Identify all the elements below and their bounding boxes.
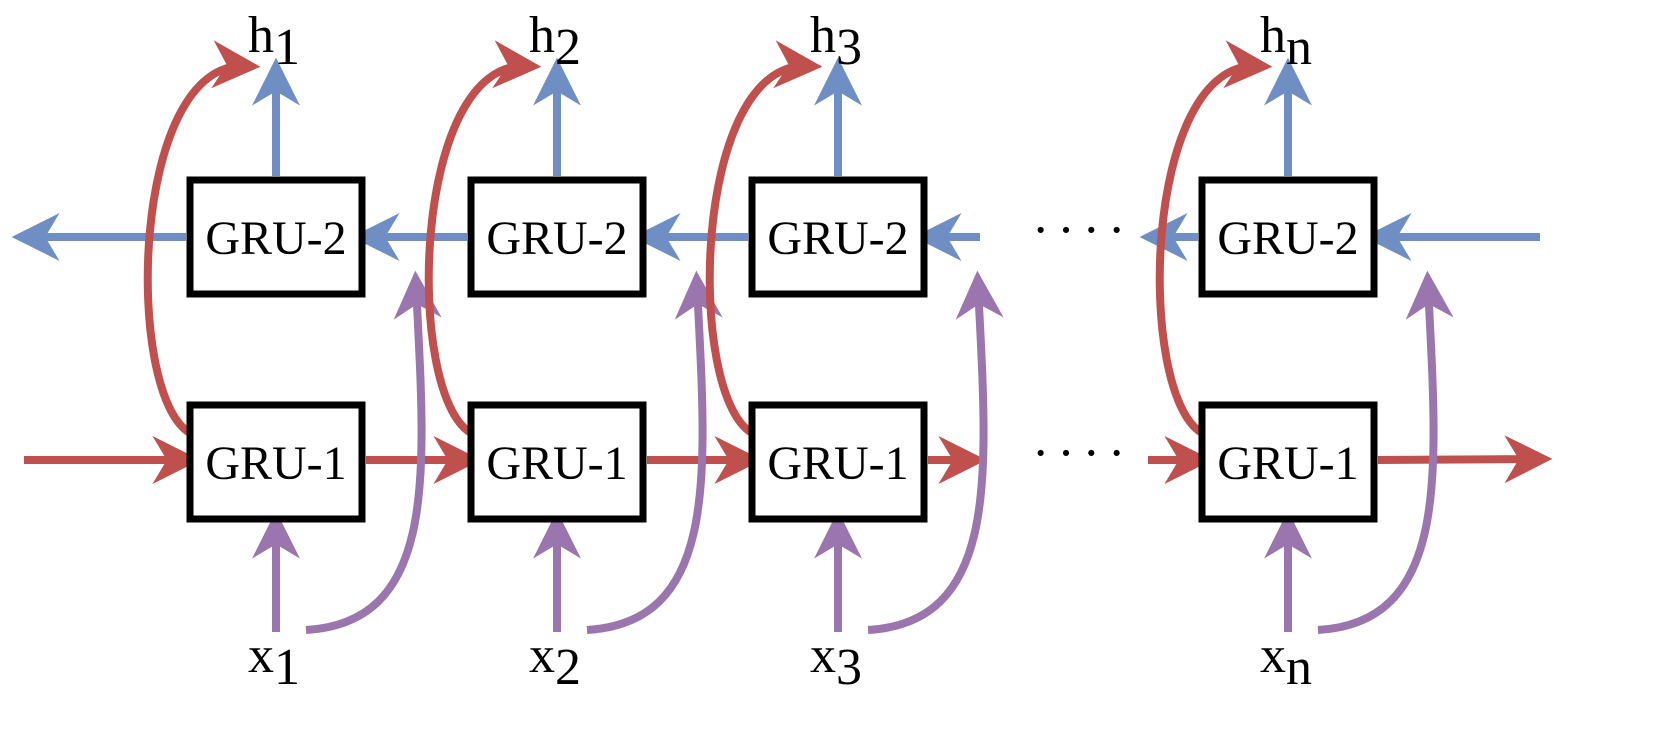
output-label-2-base: h	[529, 7, 555, 64]
gru2-box-2: GRU-2	[467, 176, 647, 298]
gru2-box-4-label: GRU-2	[1217, 212, 1358, 265]
input-label-2: x2	[529, 627, 581, 696]
gru2-box-4: GRU-2	[1198, 176, 1378, 298]
ellipsis-bottom: ····	[1032, 425, 1133, 482]
output-label-1-subscript: 1	[274, 19, 300, 76]
input-label-3: x3	[810, 627, 862, 696]
input-label-4-subscript: n	[1286, 639, 1312, 696]
output-label-4-base: h	[1260, 7, 1286, 64]
gru1-box-4: GRU-1	[1198, 401, 1378, 523]
gru1-box-1-label: GRU-1	[205, 437, 346, 490]
gru1-box-1: GRU-1	[186, 401, 366, 523]
gru2-box-2-label: GRU-2	[486, 212, 627, 265]
gru2-box-2-frame	[467, 176, 647, 298]
ellipsis-top: ····	[1032, 202, 1133, 259]
input-label-2-subscript: 2	[555, 639, 581, 696]
skip-forward-curve-1	[143, 40, 261, 437]
input-label-1-base: x	[248, 627, 274, 684]
output-label-1: h1	[248, 7, 300, 76]
input-label-1-subscript: 1	[274, 639, 300, 696]
output-label-3: h3	[810, 7, 862, 76]
gru2-box-1: GRU-2	[186, 176, 366, 298]
output-label-3-subscript: 3	[836, 19, 862, 76]
skip-forward-curve-4	[1155, 40, 1273, 437]
gru1-box-4-frame	[1198, 401, 1378, 523]
skip-input-curve-4	[1317, 270, 1454, 634]
output-label-4-subscript: n	[1286, 19, 1312, 76]
output-label-1-base: h	[248, 7, 274, 64]
gru2-box-3-label: GRU-2	[767, 212, 908, 265]
input-label-3-base: x	[810, 627, 836, 684]
input-label-2-base: x	[529, 627, 555, 684]
gru2-box-4-frame	[1198, 176, 1378, 298]
gru1-box-4-label: GRU-1	[1217, 437, 1358, 490]
gru1-box-2-label: GRU-1	[486, 437, 627, 490]
gru1-box-3: GRU-1	[748, 401, 928, 523]
output-label-2: h2	[529, 7, 581, 76]
gru2-box-3-frame	[748, 176, 928, 298]
gru2-box-3: GRU-2	[748, 176, 928, 298]
skip-input-curve-3	[867, 270, 1004, 634]
gru1-box-2-frame	[467, 401, 647, 523]
gru1-box-3-label: GRU-1	[767, 437, 908, 490]
skip-forward-curve-2	[424, 40, 542, 437]
input-label-4: xn	[1260, 627, 1312, 696]
output-label-3-base: h	[810, 7, 836, 64]
edges-layer	[11, 40, 1553, 634]
forward-output-arrow	[1377, 435, 1553, 484]
gru1-box-1-frame	[186, 401, 366, 523]
gru1-box-3-frame	[748, 401, 928, 523]
skip-input-curve-2	[586, 270, 723, 634]
skip-forward-curve-3	[705, 40, 823, 437]
input-label-4-base: x	[1260, 627, 1286, 684]
output-label-2-subscript: 2	[555, 19, 581, 76]
input-label-3-subscript: 3	[836, 639, 862, 696]
gru1-box-2: GRU-1	[467, 401, 647, 523]
gru2-box-1-frame	[186, 176, 366, 298]
input-label-1: x1	[248, 627, 300, 696]
skip-input-curve-1	[305, 270, 442, 634]
output-label-4: hn	[1260, 7, 1312, 76]
gru2-box-1-label: GRU-2	[205, 212, 346, 265]
